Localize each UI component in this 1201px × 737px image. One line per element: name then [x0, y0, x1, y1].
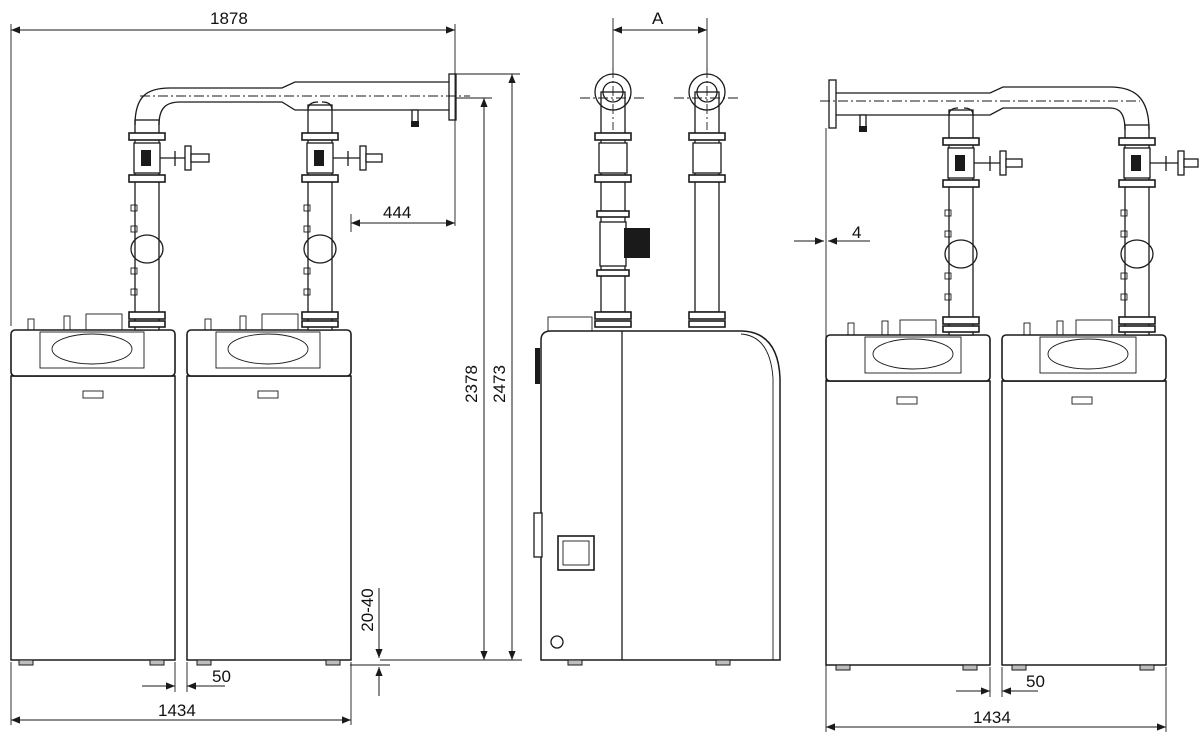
front-view-right [820, 79, 1199, 671]
front-view-left [10, 73, 470, 666]
boiler-unit-1 [10, 119, 210, 666]
dimension-lines-right [794, 128, 1167, 732]
dimension-height-inner: 2378 [462, 365, 481, 403]
dimension-wall-gap: 4 [852, 223, 861, 242]
side-view [533, 68, 781, 666]
dimension-base-width-left: 1434 [158, 701, 196, 720]
dimension-gap-right: 50 [1026, 672, 1045, 691]
dimension-gap-left: 50 [212, 667, 231, 686]
dimension-leg-range: 20-40 [358, 588, 377, 631]
dimension-top-width: 1878 [210, 9, 248, 28]
dimension-lines-side [612, 18, 708, 70]
header-manifold-right [820, 79, 1150, 132]
dimension-base-width-right: 1434 [973, 708, 1011, 727]
boiler-unit-2 [186, 104, 383, 666]
boiler-unit-4 [1001, 124, 1199, 671]
boiler-unit-3 [825, 109, 1023, 671]
header-manifold-left [134, 73, 470, 127]
dimension-height-outer: 2473 [490, 365, 509, 403]
dimension-pipe-spacing: A [652, 9, 664, 28]
dimension-lines-left [10, 24, 522, 725]
dimension-flue-offset: 444 [383, 203, 411, 222]
